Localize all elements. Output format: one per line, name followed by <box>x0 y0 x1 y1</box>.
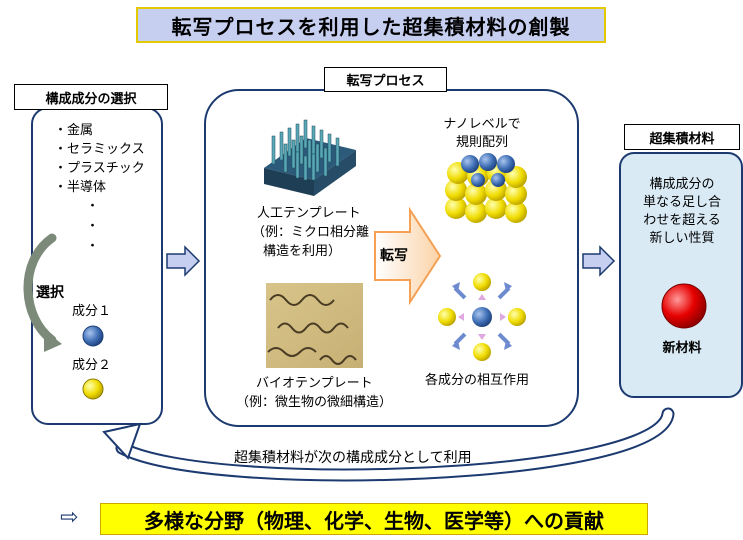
middle-panel-label: 転写プロセス <box>324 67 447 92</box>
nano-label-line1: ナノレベルで <box>443 117 521 132</box>
nano-lattice-image <box>445 153 527 223</box>
right-desc-line3: わせを超える <box>643 213 721 228</box>
left-panel-label: 構成成分の選択 <box>14 84 168 110</box>
feedback-arrow-head <box>102 422 142 460</box>
artificial-template-label: 人工テンプレート <box>257 206 361 221</box>
artificial-template-image <box>264 119 356 196</box>
nano-label-line2: 規則配列 <box>455 135 508 150</box>
ellipsis-dot: ・ <box>86 199 100 214</box>
material-list-item: ・半導体 <box>54 180 107 195</box>
material-list-item: ・セラミックス <box>54 142 145 157</box>
ellipsis-dot: ・ <box>86 239 100 254</box>
arrow-middle-to-right <box>582 245 616 277</box>
component2-label: 成分２ <box>72 358 112 373</box>
component1-label: 成分１ <box>72 304 112 319</box>
right-panel-label: 超集積材料 <box>624 124 740 150</box>
diagram-title: 転写プロセスを利用した超集積材料の創製 <box>136 7 606 43</box>
bio-template-image <box>266 283 363 368</box>
transfer-label: 転写 <box>380 248 408 264</box>
bio-example-label: （例：微生物の微細構造） <box>236 395 393 410</box>
material-list-item: ・プラスチック <box>54 161 145 176</box>
new-material-label: 新材料 <box>662 341 702 356</box>
select-curve-arrow <box>23 233 57 345</box>
feedback-label: 超集積材料が次の構成成分として利用 <box>234 450 472 466</box>
component2-ball <box>82 378 104 400</box>
transfer-arrow <box>374 206 442 306</box>
bio-template-label: バイオテンプレート <box>256 376 373 391</box>
new-material-ball <box>661 283 707 329</box>
artificial-example-line2: 構造を利用） <box>263 244 342 259</box>
contribution-banner: 多様な分野（物理、化学、生物、医学等）への貢献 <box>100 503 648 535</box>
interaction-image <box>438 273 526 361</box>
select-label: 選択 <box>36 285 64 301</box>
arrow-left-to-middle <box>166 245 201 277</box>
right-desc-line2: 単なる足し合 <box>642 195 721 210</box>
right-desc-line4: 新しい性質 <box>649 231 715 246</box>
right-desc-line1: 構成成分の <box>649 177 715 192</box>
right-panel <box>619 152 743 398</box>
component1-ball <box>82 325 104 347</box>
interaction-label: 各成分の相互作用 <box>425 373 530 388</box>
ellipsis-dot: ・ <box>86 219 100 234</box>
material-list-item: ・金属 <box>54 123 94 138</box>
artificial-example-line1: （例：ミクロ相分離 <box>252 225 370 240</box>
bottom-arrow-icon: ⇨ <box>60 505 79 530</box>
